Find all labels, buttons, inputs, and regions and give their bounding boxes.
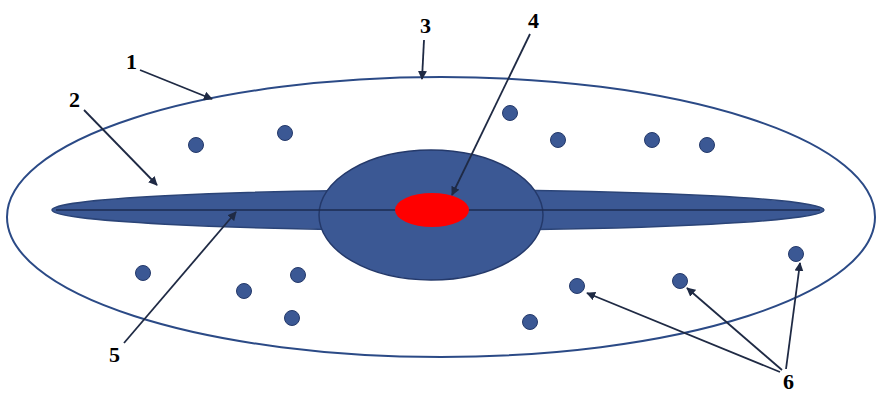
halo-outline: [7, 77, 875, 357]
galactic-bulge: [319, 150, 543, 280]
galactic-disk: [52, 190, 824, 230]
galactic-nucleus: [395, 193, 469, 227]
callout-number: 4: [528, 10, 539, 32]
callout-number: 1: [126, 51, 137, 73]
callout-number: 5: [109, 344, 120, 366]
callout-number: 6: [783, 371, 794, 393]
callout-number: 3: [420, 15, 431, 37]
callout-number: 2: [69, 89, 80, 111]
leader-lines: [84, 34, 800, 372]
globular-clusters: [136, 106, 804, 330]
